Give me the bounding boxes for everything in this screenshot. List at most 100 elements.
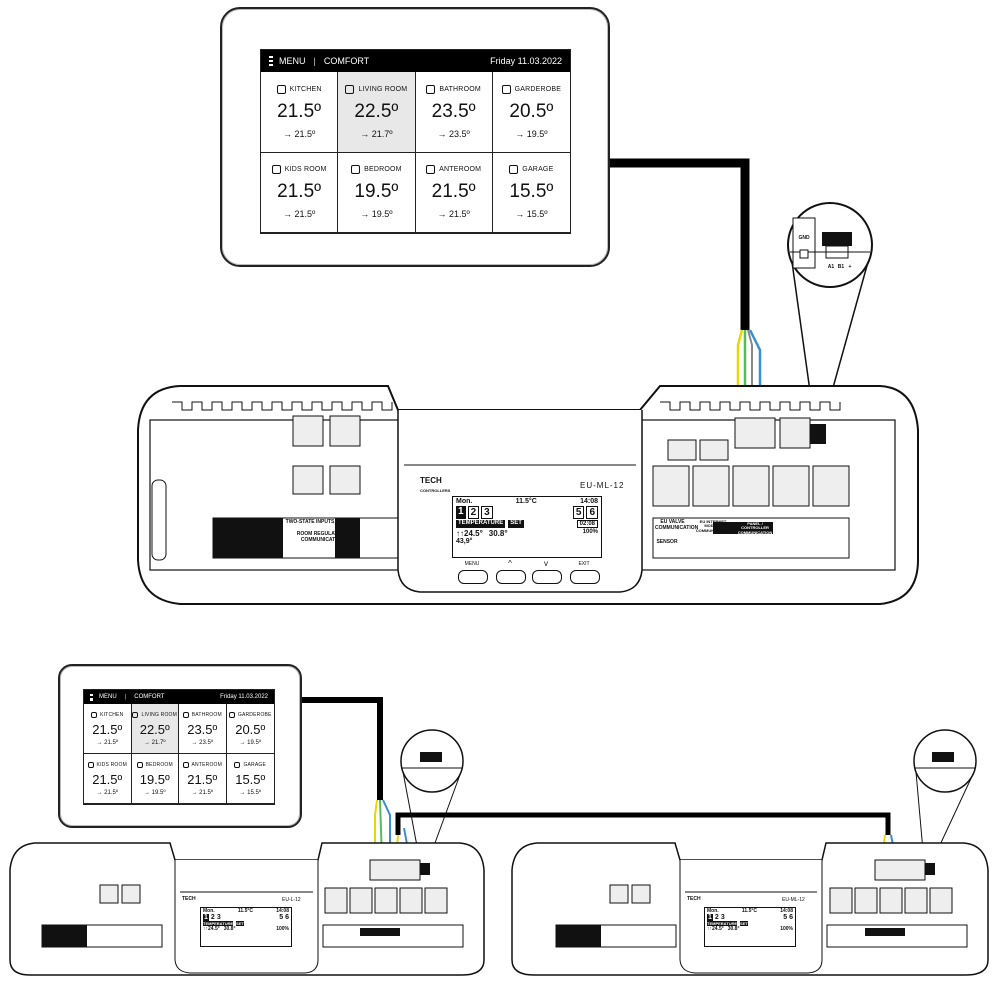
menu-button[interactable]: MENU: [90, 693, 117, 701]
room-tile[interactable]: GARDEROBE 20.5º → 19.5º: [226, 704, 274, 754]
lcd-set-value: 30.8°: [727, 926, 740, 932]
lcd-zone: 2: [467, 506, 480, 519]
room-name: KIDS ROOM: [96, 761, 127, 768]
room-tile[interactable]: GARDEROBE 20.5º → 19.5º: [492, 72, 570, 153]
room-name: GARDEROBE: [514, 85, 562, 93]
tv-icon: [132, 711, 139, 718]
room-setpoint: → 21.7º: [360, 128, 393, 139]
room-setpoint: → 21.5º: [96, 739, 119, 746]
lcd-outside-temp: 11.5°C: [237, 908, 253, 914]
room-setpoint: → 21.5º: [282, 209, 316, 220]
lcd-zone: 2: [210, 914, 215, 921]
room-setpoint: → 19.5º: [515, 128, 548, 139]
lcd-battery: 100%: [276, 926, 289, 932]
room-name: BATHROOM: [439, 85, 481, 93]
terminal-b1-label: B1: [837, 264, 845, 270]
lcd-outside-temp: 11.5°C: [515, 498, 537, 505]
lcd-day: Mon.: [203, 908, 215, 914]
menu-button[interactable]: [458, 570, 488, 584]
room-name: KITCHEN: [100, 711, 124, 718]
room-setpoint: → 23.5º: [191, 739, 214, 746]
room-setpoint: → 19.5º: [239, 739, 262, 746]
up-button-label: ^: [508, 559, 512, 568]
mode-label: COMFORT: [323, 56, 370, 66]
lcd-temp-label: TEMPERATURE: [203, 921, 234, 926]
small-2-model-label: EU-ML-12: [782, 897, 805, 903]
room-regulators-label: ROOM REGULATORS COMMUNICATION: [296, 531, 349, 543]
lcd-zone: 6: [285, 914, 289, 921]
lcd-zone: 2: [714, 914, 719, 921]
room-temp: 15.5º: [235, 771, 266, 787]
magnifier-terminal-detail: [790, 217, 870, 269]
menu-label: MENU: [279, 56, 306, 66]
room-temp: 20.5º: [235, 721, 266, 737]
lcd-battery: 100%: [780, 926, 793, 932]
lcd-set-label: SET: [740, 921, 748, 926]
garage-icon: [234, 761, 241, 768]
room-name: GARDEROBE: [237, 711, 272, 718]
menu-button[interactable]: MENU: [269, 56, 306, 66]
panel-comm-label: PANEL / CONTROLLER COMMUNICATION: [737, 521, 773, 535]
lcd-temp-value: ↑↑24.5°: [203, 926, 220, 932]
lcd-humidity: 43,9°: [456, 538, 473, 545]
room-setpoint: → 21.5º: [437, 209, 470, 220]
stove-icon: [276, 84, 286, 94]
room-temp: 21.5º: [277, 100, 322, 122]
room-name: BEDROOM: [364, 166, 402, 174]
lcd-zone: 1: [456, 506, 466, 519]
lcd-zone: 3: [720, 914, 725, 921]
room-temp: 15.5º: [509, 181, 554, 203]
lcd-timer: 02:08: [576, 520, 598, 528]
room-setpoint: → 19.5º: [143, 789, 166, 796]
gnd-label: GND: [798, 235, 810, 241]
room-setpoint: → 23.5º: [437, 128, 470, 139]
room-setpoint: → 15.5º: [239, 789, 262, 796]
internet-comm-label: EU INTERNET MODULE COMMUNICATION: [695, 519, 731, 533]
room-temp: 21.5º: [431, 181, 476, 203]
touch-panel-small: MENU | COMFORT Friday 11.03.2022 KITCHEN…: [58, 664, 302, 828]
hamburger-icon: [90, 693, 93, 701]
menu-button-label: MENU: [464, 561, 480, 567]
room-temp: 22.5º: [139, 721, 170, 737]
exit-button-label: EXIT: [578, 561, 590, 567]
two-state-inputs-label: TWO-STATE INPUTS: [285, 519, 335, 525]
garage-icon: [509, 165, 519, 175]
lcd-battery: 100%: [582, 529, 598, 535]
date-label: Friday 11.03.2022: [490, 56, 562, 66]
lcd-set-value: 30.8°: [223, 926, 236, 932]
controller-large-body: [137, 385, 919, 605]
kids-icon: [87, 761, 94, 768]
lcd-temp-value: ↑↑24.5°: [456, 529, 483, 538]
up-button[interactable]: [496, 570, 526, 584]
model-label: EU-ML-12: [580, 481, 625, 490]
exit-button[interactable]: [570, 570, 600, 584]
touch-panel-large: MENU | COMFORT Friday 11.03.2022 KITCHEN…: [220, 7, 610, 267]
room-temp: 20.5º: [509, 100, 554, 122]
small-cable: [300, 697, 383, 800]
lcd-zone: 5: [783, 914, 788, 921]
room-setpoint: → 21.5º: [191, 789, 214, 796]
lcd-time: 14:08: [276, 908, 289, 914]
room-name: KITCHEN: [289, 85, 322, 93]
lcd-temp-label: TEMPERATURE: [707, 921, 738, 926]
hamburger-icon: [269, 56, 273, 66]
down-button[interactable]: [532, 570, 562, 584]
